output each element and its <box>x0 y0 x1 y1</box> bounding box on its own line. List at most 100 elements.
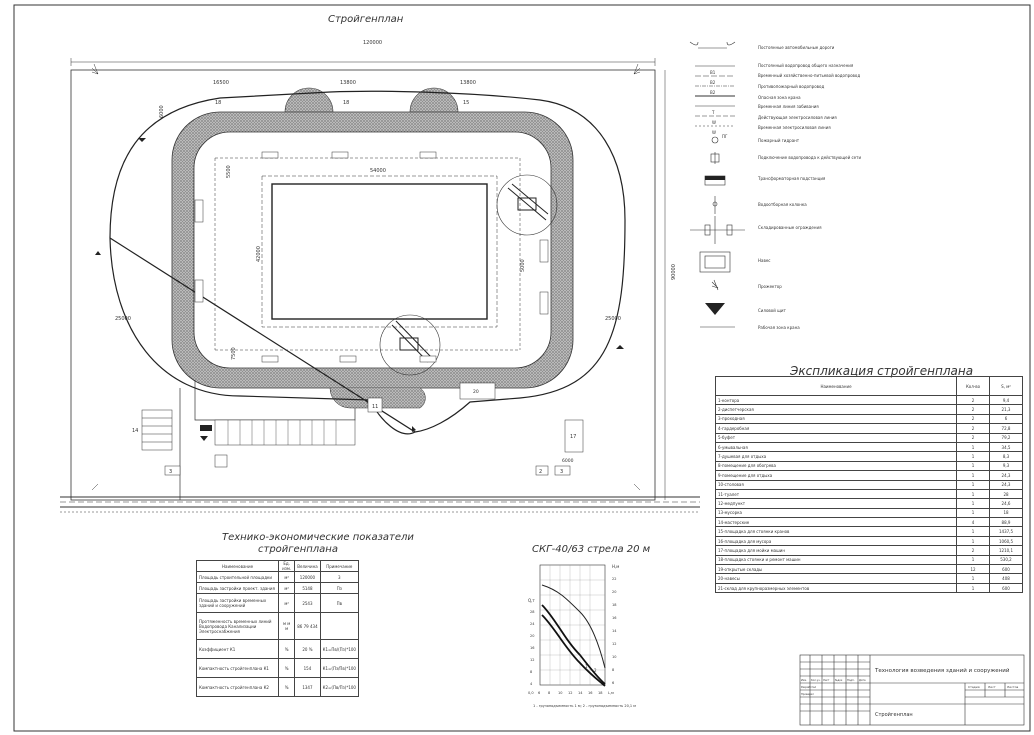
tep-table: Наименование Ед. изм. Величина Примечани… <box>195 560 360 697</box>
expl-header-area: S, м² <box>989 376 1023 396</box>
table-cell: 2 <box>956 413 990 425</box>
legend-item: Временная линия забивания <box>758 104 819 109</box>
label-18b: 18 <box>343 100 349 106</box>
table-cell: м м м <box>278 612 296 640</box>
dim-4: 54000 <box>370 168 386 174</box>
legend-item: Постоянные автомобильные дороги <box>758 45 835 50</box>
table-cell: 2 <box>956 404 990 415</box>
tep-title-2: стройгенплана <box>258 544 338 555</box>
table-cell: 79,2 <box>989 432 1023 443</box>
table-cell: 24,3 <box>989 470 1023 481</box>
table-cell: 1437,5 <box>989 526 1023 537</box>
crane-y-left-label: Q,т <box>528 598 535 603</box>
crane-chart-title: СКГ-40/63 стрела 20 м <box>532 544 651 555</box>
stamp-col-3: №док <box>835 679 843 682</box>
table-cell: 12 <box>956 564 990 575</box>
table-cell: 18 <box>989 507 1023 519</box>
table-cell: К1=(Пз/Пв)*100 <box>319 658 360 678</box>
table-cell: 4 <box>956 517 990 528</box>
table-cell: Компактность стройгенплана К2 <box>195 677 280 697</box>
table-cell: Пв <box>319 593 360 613</box>
tick-label: 16 <box>612 616 616 620</box>
table-cell: 7-душевая для отдыха <box>715 451 957 462</box>
tep-header-unit: Ед. изм. <box>278 560 296 572</box>
table-row: Протяженность временных линий Водопровод… <box>195 612 360 640</box>
sheet-frame <box>13 4 1031 732</box>
table-cell: 8,3 <box>989 451 1023 462</box>
legend-code-2: В2 <box>710 90 716 95</box>
table-cell: 15-площадка для стоянки кранов <box>715 526 957 537</box>
building-outline <box>271 183 488 320</box>
table-cell: 20-навесы <box>715 573 957 584</box>
site-boundary <box>70 69 656 501</box>
table-cell: 72,8 <box>989 423 1023 434</box>
table-cell: 1 <box>956 554 990 566</box>
legend-item: Временный хозяйственно-питьевой водопров… <box>758 73 861 78</box>
crane-chart <box>539 564 606 687</box>
table-cell: 13-мусорка <box>715 507 957 519</box>
table-cell: Пз <box>319 582 360 594</box>
stamp-title: Технология возведения зданий и сооружени… <box>874 667 1010 674</box>
legend-item: Действующая электросиловая линия <box>758 115 837 120</box>
label-18a: 18 <box>215 100 221 106</box>
tick-label: 16 <box>530 646 534 650</box>
table-cell: К2=(Пв/Пз)*100 <box>319 677 360 697</box>
label-3b: 3 <box>560 469 563 475</box>
tep-header-note: Примечание <box>319 560 360 572</box>
table-cell: Компактность стройгенплана К1 <box>195 658 280 678</box>
table-cell: 2-диспетчерская <box>715 404 957 415</box>
table-cell: 5-буфет <box>715 432 957 443</box>
table-cell: 1 <box>956 582 990 594</box>
table-cell: 1-контора <box>715 394 957 406</box>
stamp-col-2: Лист <box>823 678 830 682</box>
tep-header-name: Наименование <box>195 560 280 572</box>
table-cell <box>319 612 360 640</box>
stamp-sheets: Листов <box>1007 685 1018 689</box>
legend-item: Складированные ограждения <box>758 225 822 230</box>
dim-6: 25000 <box>605 316 621 322</box>
legend-item: Противопожарный водопровод <box>758 84 825 89</box>
table-cell: 21-склад для крупноразмерных элементов <box>715 582 957 594</box>
table-cell: 6-умывальная <box>715 441 957 453</box>
tick-label: 10 <box>558 691 562 695</box>
legend-item: Водоотборная колонка <box>758 202 807 207</box>
tick-label: 12 <box>568 691 572 695</box>
tick-label: 12 <box>530 658 534 662</box>
table-cell: 2 <box>956 394 990 406</box>
tick-label: 20 <box>530 634 534 638</box>
table-cell: 1 <box>956 451 990 462</box>
table-cell: 88,9 <box>989 517 1023 528</box>
table-cell: 24,6 <box>989 498 1023 509</box>
table-cell: 2 <box>956 423 990 434</box>
tick-label: L,м <box>608 691 614 695</box>
label-15: 15 <box>463 100 469 106</box>
stamp-col-1: Кол.уч. <box>811 678 821 682</box>
table-cell: 5148 <box>294 582 321 594</box>
table-cell: 4-гардеробная <box>715 423 957 434</box>
legend-item: Трансформаторная подстанция <box>758 176 826 181</box>
table-cell: 3-проходная <box>715 413 957 425</box>
legend-code-0: В1 <box>710 70 716 75</box>
table-cell: 21,3 <box>989 404 1023 415</box>
tick-label: 6 <box>538 691 540 695</box>
table-cell: К1=Пв/(Пз)*100 <box>319 639 360 659</box>
dim-12: 42000 <box>256 246 262 262</box>
tick-label: 16 <box>588 691 592 695</box>
table-cell: 408 <box>989 573 1023 584</box>
table-cell: Площадь застройки проект. здания <box>195 582 280 594</box>
tick-label: 28 <box>530 610 534 614</box>
